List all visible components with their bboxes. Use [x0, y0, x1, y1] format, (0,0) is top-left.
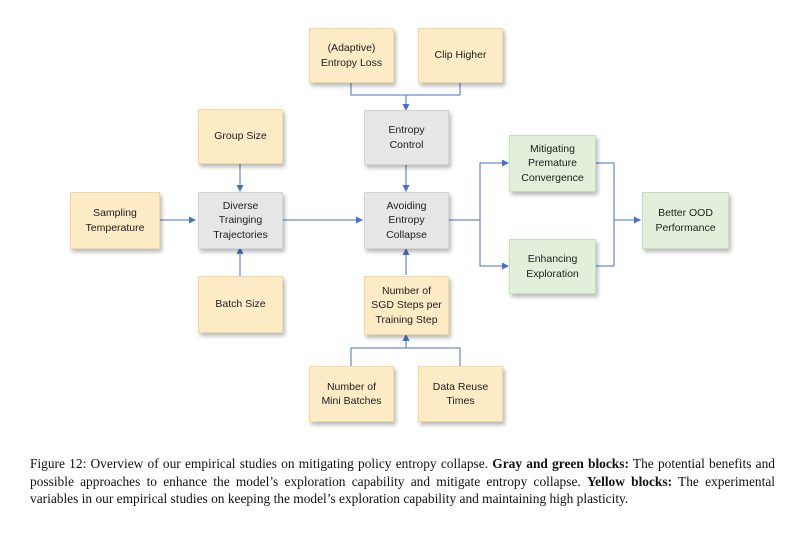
- node-sampling-temperature: Sampling Temperature: [70, 192, 160, 249]
- caption-yellow-label: Yellow blocks:: [586, 473, 673, 489]
- node-label: Mitigating Premature Convergence: [521, 143, 584, 184]
- caption-yellow-text: The experimental variables in our empiri…: [30, 473, 775, 507]
- node-batch-size: Batch Size: [198, 276, 283, 333]
- node-group-size: Group Size: [198, 109, 283, 164]
- caption-prefix: Figure 12: Overview of our empirical stu…: [30, 456, 489, 471]
- node-sgd-steps-per-training-step: Number of SGD Steps per Training Step: [364, 276, 449, 335]
- node-avoiding-entropy-collapse: Avoiding Entropy Collapse: [364, 192, 449, 249]
- node-label: Number of Mini Batches: [321, 380, 382, 407]
- node-label: Entropy Control: [388, 124, 425, 151]
- edge-collapse-to-mitigating: [448, 159, 509, 221]
- node-adaptive-entropy-loss: (Adaptive) Entropy Loss: [309, 28, 394, 83]
- caption-gray-green-label: Gray and green blocks:: [492, 456, 629, 471]
- node-data-reuse-times: Data Reuse Times: [418, 366, 503, 422]
- edge-clip-higher-to-control: [406, 83, 461, 96]
- edge-enhancing-to-ood: [596, 220, 615, 267]
- node-better-ood-performance: Better OOD Performance: [642, 192, 729, 249]
- node-label: (Adaptive) Entropy Loss: [320, 42, 383, 69]
- node-label: Clip Higher: [434, 49, 487, 62]
- edge-collapse-to-enhancing: [479, 220, 509, 270]
- edge-mitigating-to-ood: [596, 162, 615, 220]
- node-clip-higher: Clip Higher: [418, 28, 503, 83]
- node-label: Sampling Temperature: [85, 207, 145, 234]
- node-diverse-training-trajectories: Diverse Trainging Trajectories: [198, 192, 283, 249]
- node-enhancing-exploration: Enhancing Exploration: [509, 239, 596, 294]
- node-label: Batch Size: [215, 298, 266, 311]
- node-label: Number of SGD Steps per Training Step: [371, 285, 442, 326]
- node-label: Diverse Trainging Trajectories: [213, 200, 268, 241]
- node-number-of-mini-batches: Number of Mini Batches: [309, 366, 394, 422]
- node-label: Avoiding Entropy Collapse: [386, 200, 427, 241]
- node-label: Better OOD Performance: [655, 207, 716, 234]
- edge-data-reuse-to-sgd: [406, 347, 461, 366]
- diagram-canvas: (Adaptive) Entropy Loss Clip Higher Grou…: [70, 28, 729, 422]
- node-entropy-control: Entropy Control: [364, 110, 449, 165]
- node-mitigating-premature-convergence: Mitigating Premature Convergence: [509, 135, 596, 192]
- edge-entropy-loss-to-control: [350, 83, 406, 96]
- caption-gray-green-text: The potential benefits and possible appr…: [30, 456, 775, 489]
- connector-layer: [160, 83, 641, 366]
- figure-caption: Figure 12: Overview of our empirical stu…: [30, 455, 775, 508]
- edge-mini-batches-to-sgd: [350, 347, 406, 366]
- node-label: Enhancing Exploration: [526, 253, 579, 280]
- node-label: Group Size: [214, 130, 267, 143]
- node-label: Data Reuse Times: [432, 380, 489, 407]
